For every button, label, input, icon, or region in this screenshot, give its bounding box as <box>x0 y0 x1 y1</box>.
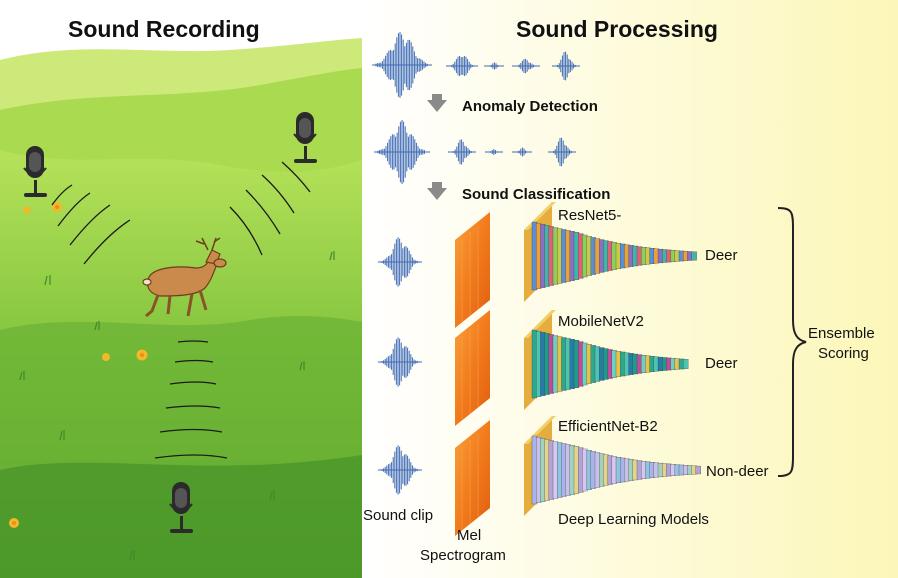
brace-icon <box>777 207 807 477</box>
title-sound-processing: Sound Processing <box>516 16 718 42</box>
model-blocks <box>524 202 701 516</box>
model-block-mobilenet <box>524 310 689 410</box>
model-block-resnet <box>524 202 697 302</box>
waveform-raw <box>552 51 580 81</box>
mel-spectrogram-1 <box>455 212 490 328</box>
caption-deep-learning-models: Deep Learning Models <box>558 511 709 528</box>
waveform-clip-1 <box>378 237 422 287</box>
waveform-anomaly <box>512 147 532 157</box>
sound-wave-arcs <box>51 161 311 459</box>
model-output-1: Deer <box>705 247 738 264</box>
waveform-anomaly <box>448 139 476 165</box>
ensemble-label-line2: Scoring <box>818 345 869 362</box>
model-block-efficientnet <box>524 416 701 516</box>
waveform-raw <box>372 32 432 98</box>
waveforms <box>372 32 580 495</box>
waveform-anomaly <box>548 137 576 167</box>
caption-sound-clip: Sound clip <box>363 507 434 524</box>
model-name-3: EfficientNet-B2 <box>558 418 658 435</box>
mel-spectrogram-2 <box>455 310 490 426</box>
ensemble-label-line1: Ensemble <box>808 325 875 342</box>
waveform-raw <box>512 58 540 74</box>
flower-icon <box>9 202 148 528</box>
recording-landscape <box>0 0 362 578</box>
model-name-1: ResNet5- <box>558 207 622 224</box>
step-anomaly-detection: Anomaly Detection <box>462 98 598 115</box>
microphone-icon <box>293 112 317 163</box>
waveform-anomaly <box>485 149 503 155</box>
title-sound-recording: Sound Recording <box>68 16 260 42</box>
waveform-anomaly <box>374 120 430 184</box>
model-output-3: Non-deer <box>706 463 769 480</box>
caption-mel-line2: Spectrogram <box>420 547 506 564</box>
microphone-icon <box>169 482 193 533</box>
waveform-raw <box>446 55 478 77</box>
model-name-2: MobileNetV2 <box>558 313 644 330</box>
processing-panel <box>360 0 898 578</box>
model-output-2: Deer <box>705 355 738 372</box>
mel-spectrogram-3 <box>455 420 490 536</box>
step-sound-classification: Sound Classification <box>462 186 611 203</box>
waveform-clip-3 <box>378 445 422 495</box>
waveform-clip-2 <box>378 337 422 387</box>
caption-mel-line1: Mel <box>457 527 482 544</box>
deer-icon <box>142 237 227 318</box>
waveform-raw <box>484 62 504 70</box>
down-arrow-icon <box>427 182 447 200</box>
microphone-icon <box>23 146 47 197</box>
down-arrow-icon <box>427 94 447 112</box>
